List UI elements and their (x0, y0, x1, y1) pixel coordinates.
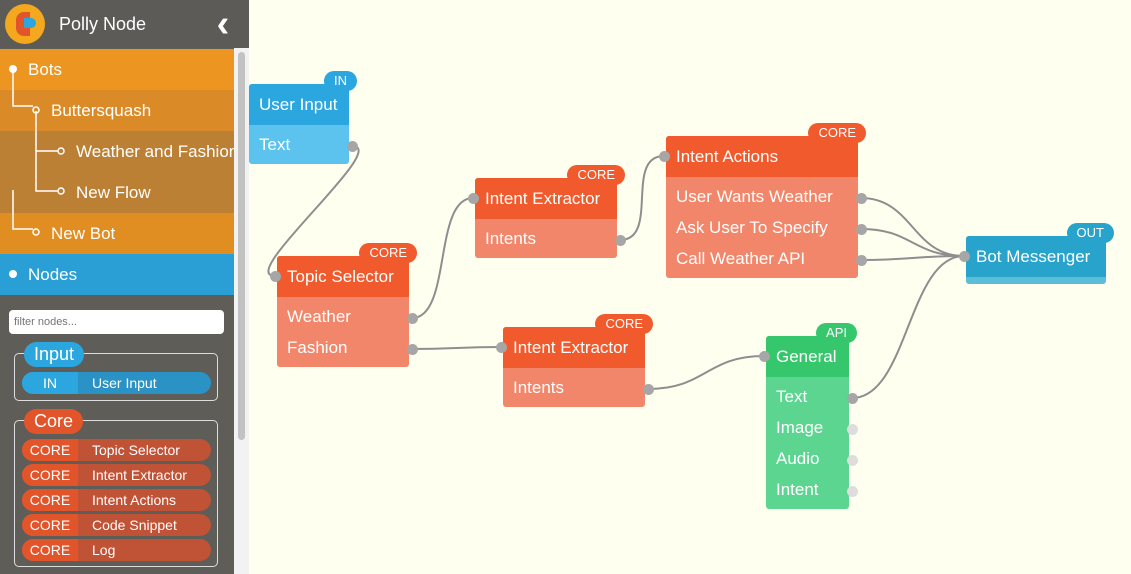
node-name: Code Snippet (92, 517, 177, 533)
node-name: Topic Selector (92, 442, 180, 458)
connection-edge[interactable] (860, 228, 965, 257)
output-port-dot[interactable] (643, 384, 654, 395)
output-port[interactable]: Intents (485, 229, 537, 248)
node-title: Intent Extractor (503, 327, 645, 368)
connection-edge[interactable] (619, 155, 665, 241)
node-type-badge: CORE (359, 243, 417, 263)
palette-group-label: Input (24, 342, 85, 367)
node-type-badge: OUT (1066, 223, 1114, 243)
output-port-dot[interactable] (407, 344, 418, 355)
palette-item-user-input[interactable]: IN User Input (22, 372, 211, 394)
output-port-dot[interactable] (347, 141, 358, 152)
node-footer (966, 277, 1106, 284)
tree-label: Nodes (28, 265, 78, 284)
palette-item-intent-actions[interactable]: CORE Intent Actions (22, 489, 211, 511)
connection-edge[interactable] (267, 145, 360, 277)
node-type-badge: CORE (567, 165, 625, 185)
output-port[interactable]: Weather (287, 307, 351, 326)
palette-group-core (14, 420, 218, 567)
tree-item-nodes[interactable]: Nodes (0, 254, 234, 295)
palette-group-input (14, 353, 218, 401)
sidebar-header: Polly Node ‹ (0, 0, 249, 48)
output-port-dot[interactable] (847, 393, 858, 404)
input-port-dot[interactable] (270, 271, 281, 282)
output-port[interactable]: Ask User To Specify (676, 218, 828, 237)
palette-item-intent-extractor[interactable]: CORE Intent Extractor (22, 464, 211, 486)
output-port-dot[interactable] (847, 424, 858, 435)
sidebar: Polly Node ‹ Bots Buttersquash Weather a… (0, 0, 249, 574)
connection-edge[interactable] (647, 355, 765, 390)
output-port[interactable]: Call Weather API (676, 249, 806, 268)
connection-edge[interactable] (411, 197, 474, 319)
node-tag: CORE (22, 514, 78, 536)
tree-label: New Bot (51, 224, 116, 243)
output-port-dot[interactable] (856, 193, 867, 204)
output-port[interactable]: User Wants Weather (676, 187, 833, 206)
node-tag: CORE (22, 539, 78, 561)
input-port-dot[interactable] (659, 151, 670, 162)
tree-label: Buttersquash (51, 101, 152, 120)
output-port[interactable]: Intents (513, 378, 565, 397)
output-port-dot[interactable] (847, 455, 858, 466)
node-tag: CORE (22, 464, 78, 486)
filter-nodes-input[interactable] (9, 310, 224, 334)
palette-item-code-snippet[interactable]: CORE Code Snippet (22, 514, 211, 536)
palette-item-log[interactable]: CORE Log (22, 539, 211, 561)
node-tag: IN (22, 372, 78, 394)
tree-label: Weather and Fashion (76, 142, 234, 161)
palette-item-topic-selector[interactable]: CORE Topic Selector (22, 439, 211, 461)
output-port[interactable]: Fashion (287, 338, 348, 357)
node-name: User Input (92, 375, 157, 391)
output-port[interactable]: Intent (776, 480, 819, 499)
connection-edge[interactable] (851, 255, 965, 399)
node-name: Intent Actions (92, 492, 177, 508)
tree-item-bots[interactable]: Bots (0, 49, 234, 90)
input-port-dot[interactable] (959, 251, 970, 262)
output-port[interactable]: Text (259, 135, 291, 154)
chevron-left-icon[interactable]: ‹ (216, 3, 230, 45)
node-type-badge: CORE (808, 123, 866, 143)
output-port[interactable]: Image (776, 418, 824, 437)
connection-edge[interactable] (411, 346, 502, 350)
tree-item-new-flow[interactable]: New Flow (0, 172, 234, 213)
node-type-badge: API (816, 323, 857, 343)
output-port[interactable]: Text (776, 387, 808, 406)
node-title: Intent Actions (666, 136, 858, 177)
connection-edge[interactable] (860, 255, 965, 261)
output-port-dot[interactable] (856, 255, 867, 266)
palette-group-label: Core (24, 409, 84, 434)
input-port-dot[interactable] (759, 351, 770, 362)
polly-logo (5, 4, 45, 44)
connection-edge[interactable] (860, 197, 965, 257)
output-port[interactable]: Audio (776, 449, 820, 468)
node-name: Log (92, 542, 116, 558)
tree-lines (9, 65, 65, 278)
tree-label: Bots (28, 60, 63, 79)
node-type-badge: IN (324, 71, 357, 91)
node-tag: CORE (22, 439, 78, 461)
output-port-dot[interactable] (847, 486, 858, 497)
input-port-dot[interactable] (468, 193, 479, 204)
scrollbar-thumb[interactable] (238, 52, 245, 440)
output-port-dot[interactable] (407, 313, 418, 324)
node-tag: CORE (22, 489, 78, 511)
node-type-badge: CORE (595, 314, 653, 334)
tree-label: New Flow (76, 183, 151, 202)
node-name: Intent Extractor (92, 467, 187, 483)
output-port-dot[interactable] (615, 235, 626, 246)
input-port-dot[interactable] (496, 342, 507, 353)
output-port-dot[interactable] (856, 224, 867, 235)
app-title: Polly Node (59, 14, 147, 34)
